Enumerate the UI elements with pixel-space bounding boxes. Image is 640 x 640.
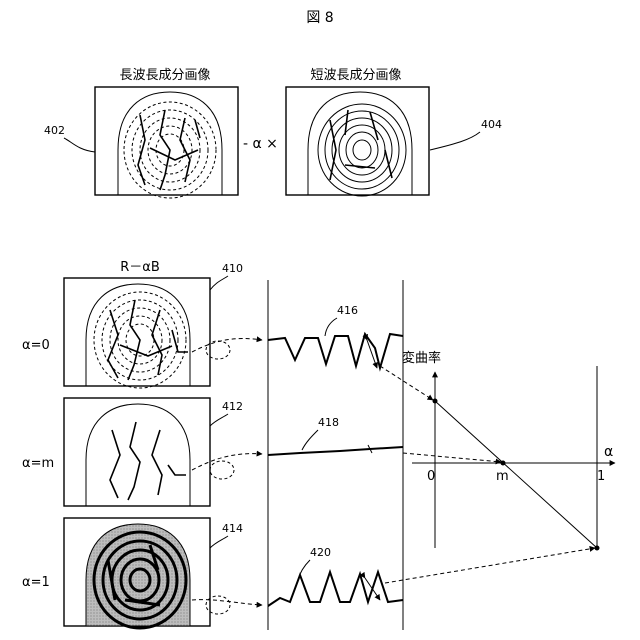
leader-412 bbox=[210, 414, 228, 426]
image-410 bbox=[64, 278, 210, 388]
leader-402 bbox=[64, 138, 95, 152]
ref-416: 416 bbox=[337, 304, 358, 317]
ref-404: 404 bbox=[481, 118, 502, 131]
ref-410: 410 bbox=[222, 262, 243, 275]
image-412 bbox=[64, 398, 210, 506]
minus-alpha-times: - α × bbox=[243, 136, 278, 152]
graph-origin-label: 0 bbox=[427, 469, 435, 484]
graph-x-label: α bbox=[604, 444, 613, 460]
image-414 bbox=[64, 518, 210, 628]
long-wave-image-label: 長波長成分画像 bbox=[119, 68, 210, 83]
short-wave-image-label: 短波長成分画像 bbox=[310, 68, 401, 83]
graph-point-alpha1 bbox=[595, 546, 600, 551]
alpha-label-1: α=1 bbox=[22, 575, 50, 590]
long-wave-image-402 bbox=[95, 87, 238, 198]
inflection-graph bbox=[412, 366, 615, 551]
graph-point-alpha-m bbox=[501, 461, 506, 466]
formula-label: R－αB bbox=[120, 260, 160, 275]
short-wave-image-404 bbox=[286, 87, 429, 196]
link-416-to-graph bbox=[380, 366, 433, 400]
alpha-label-0: α=0 bbox=[22, 338, 50, 353]
waveform-418 bbox=[268, 447, 403, 455]
ref-418: 418 bbox=[318, 416, 339, 429]
graph-tick-m: m bbox=[496, 469, 509, 484]
figure-title: 図 8 bbox=[306, 10, 333, 26]
link-418-to-graph bbox=[403, 453, 501, 462]
graph-y-label: 変曲率 bbox=[402, 350, 441, 366]
graph-tick-1: 1 bbox=[597, 469, 605, 484]
leader-418 bbox=[302, 430, 318, 450]
ref-420: 420 bbox=[310, 546, 331, 559]
waveform-416 bbox=[268, 334, 403, 368]
link-420-to-graph bbox=[385, 548, 595, 583]
alpha-label-m: α=m bbox=[22, 456, 54, 471]
ref-402: 402 bbox=[44, 124, 65, 137]
leader-416 bbox=[325, 318, 337, 336]
graph-curve-line bbox=[435, 401, 597, 548]
waveform-420 bbox=[268, 572, 403, 606]
sample-ellipse-412 bbox=[210, 461, 234, 479]
ref-412: 412 bbox=[222, 400, 243, 413]
leader-410 bbox=[210, 276, 228, 290]
graph-point-alpha0 bbox=[433, 399, 438, 404]
ref-414: 414 bbox=[222, 522, 243, 535]
leader-404 bbox=[430, 132, 480, 150]
leader-414 bbox=[210, 536, 228, 548]
